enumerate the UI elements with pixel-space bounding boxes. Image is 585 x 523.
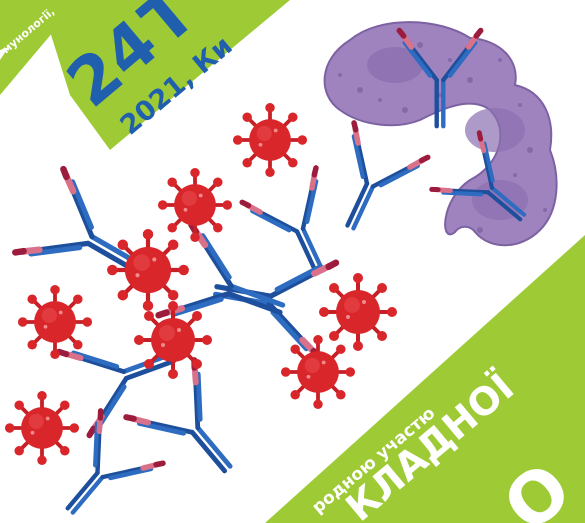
virus-icon	[317, 271, 399, 353]
antibody-icon	[126, 360, 261, 497]
virus-icon	[16, 283, 94, 361]
virus-icon	[156, 166, 234, 244]
antibody-icon	[314, 123, 428, 244]
top-banner: мунології, 24 Т 2021, Ки	[0, 0, 290, 150]
antibody-icon	[242, 168, 356, 289]
virus-icon	[231, 101, 309, 179]
virus-icon	[132, 299, 214, 381]
virus-icon	[279, 333, 357, 411]
virus-icon	[107, 229, 189, 311]
virus-icon	[3, 389, 81, 467]
immune-cell-icon	[323, 21, 558, 247]
